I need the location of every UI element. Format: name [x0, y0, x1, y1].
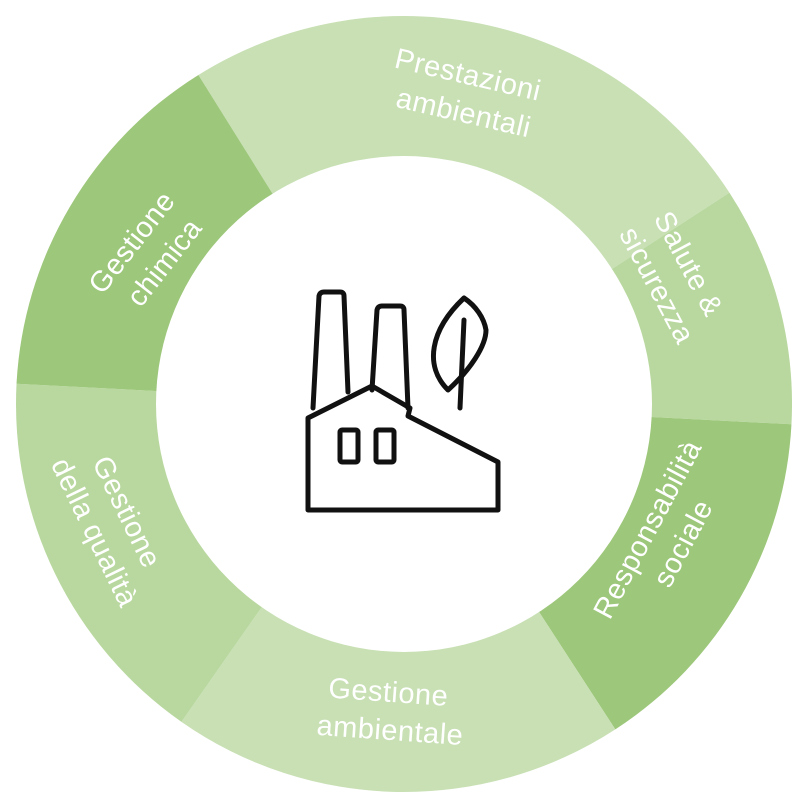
factory-leaf-icon	[305, 289, 501, 513]
